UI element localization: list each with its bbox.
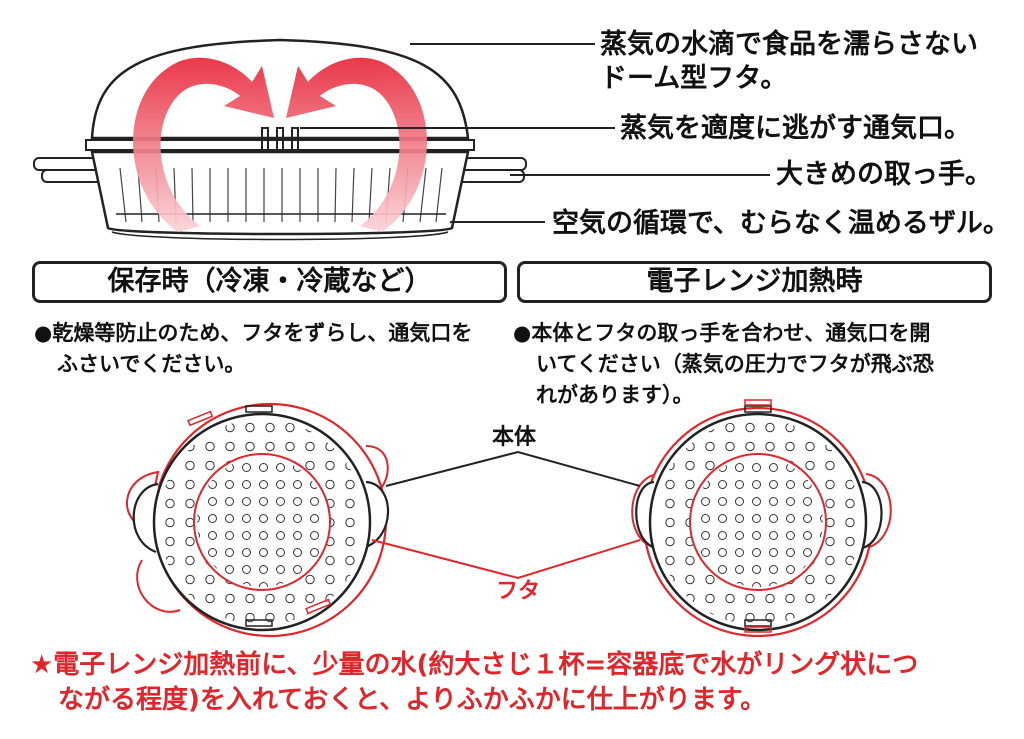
storage-note-line2: ふさいでください。 — [57, 352, 246, 376]
label-lid: フタ — [496, 579, 541, 604]
circulation-arrows — [133, 57, 427, 232]
storage-note: ●乾燥等防止のため、フタをずらし、通気口を ふさいでください。 — [34, 318, 472, 380]
part-pointer-lines — [371, 450, 641, 580]
label-body: 本体 — [492, 425, 537, 450]
heating-tip: ★電子レンジ加熱前に、少量の水(約大さじ１杯=容器底で水がリング状につ ながる程… — [30, 648, 918, 718]
microwave-top-view — [631, 399, 892, 638]
callout-dome-lid: 蒸気の水滴で食品を濡らさない ドーム型フタ。 — [600, 28, 978, 96]
callout-dome-lid-line2: ドーム型フタ。 — [600, 62, 788, 94]
callout-colander: 空気の循環で、むらなく温めるザル。 — [552, 208, 1010, 239]
callout-handle: 大きめの取っ手。 — [776, 159, 992, 190]
heating-tip-line2: ながる程度)を入れておくと、よりふかふかに仕上がります。 — [58, 685, 767, 715]
microwave-note-line2: いてください（蒸気の圧力でフタが飛ぶ恐 — [536, 352, 934, 376]
vent — [261, 127, 299, 150]
microwave-note-line1: ●本体とフタの取っ手を合わせ、通気口を開 — [513, 321, 931, 345]
callout-vent: 蒸気を適度に逃がす通気口。 — [620, 113, 971, 144]
microwave-mode-title: 電子レンジ加熱時 — [517, 261, 992, 303]
storage-top-view — [125, 402, 390, 638]
microwave-note: ●本体とフタの取っ手を合わせ、通気口を開 いてください（蒸気の圧力でフタが飛ぶ恐… — [513, 318, 934, 411]
storage-mode-title: 保存時（冷凍・冷蔵など） — [32, 261, 507, 303]
heating-tip-line1: ★電子レンジ加熱前に、少量の水(約大さじ１杯=容器底で水がリング状につ — [30, 650, 919, 680]
callout-dome-lid-line1: 蒸気の水滴で食品を濡らさない — [600, 29, 978, 60]
microwave-note-line3: れがあります）。 — [536, 383, 694, 407]
callout-lines — [300, 43, 770, 223]
storage-note-line1: ●乾燥等防止のため、フタをずらし、通気口を — [34, 321, 473, 345]
